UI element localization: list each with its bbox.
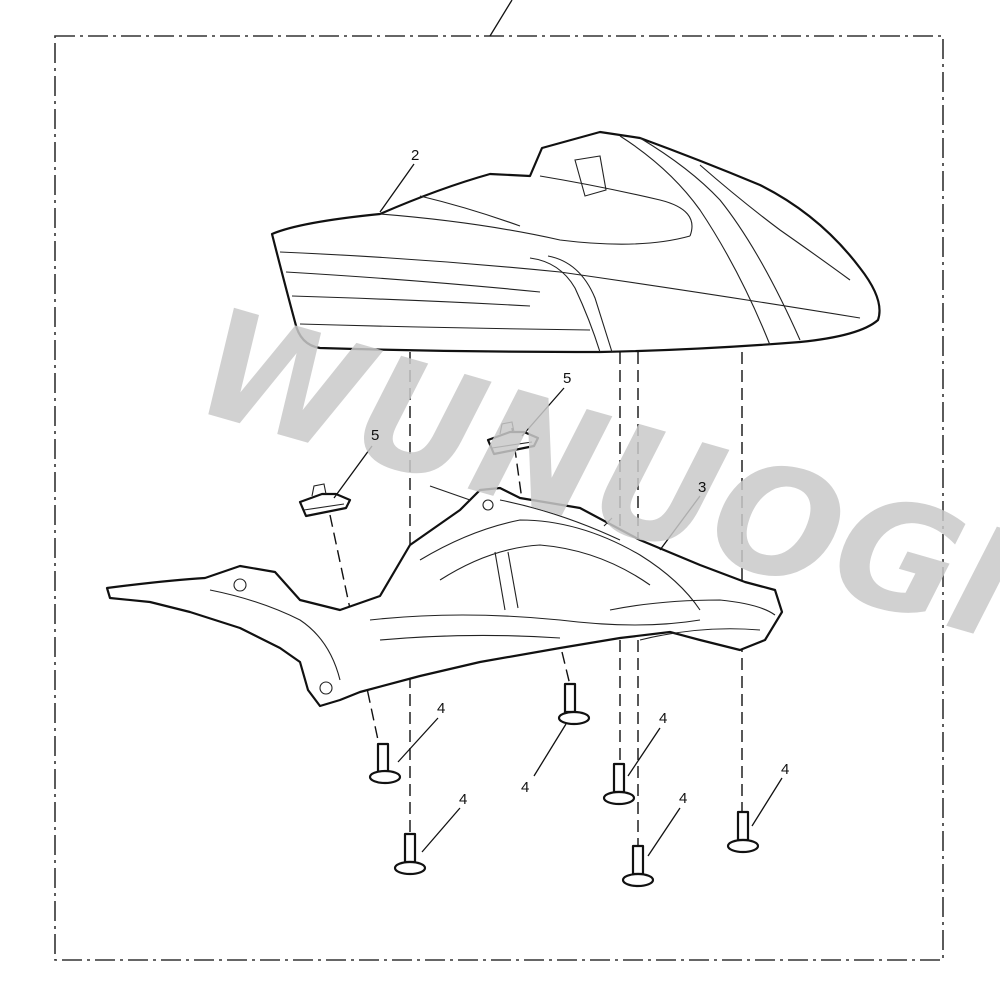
callout-seat: 2 bbox=[411, 147, 419, 164]
leader-lines bbox=[333, 163, 783, 857]
kit-boundary-frame bbox=[54, 35, 944, 961]
callout-bolt-b: 4 bbox=[521, 779, 529, 796]
bolt-c bbox=[393, 832, 427, 876]
callout-bolt-e: 4 bbox=[679, 790, 687, 807]
callout-labels: 2 3 5 5 4 4 4 4 4 4 bbox=[371, 147, 789, 808]
seat-cowl bbox=[270, 130, 881, 354]
callout-clip-right: 5 bbox=[563, 370, 571, 387]
subframe bbox=[105, 485, 784, 708]
clip-left bbox=[298, 483, 352, 518]
callout-bolt-d: 4 bbox=[659, 710, 667, 727]
kit-leader-line bbox=[489, 0, 513, 37]
bolt-d bbox=[602, 762, 636, 806]
callout-bolt-c: 4 bbox=[459, 791, 467, 808]
bolt-b bbox=[557, 682, 591, 726]
bolt-a bbox=[368, 742, 402, 785]
bolt-f bbox=[726, 810, 760, 854]
clip-right bbox=[486, 421, 540, 456]
callout-clip-left: 5 bbox=[371, 427, 379, 444]
callout-bolt-f: 4 bbox=[781, 761, 789, 778]
callout-bolt-a: 4 bbox=[437, 700, 445, 717]
bolt-e bbox=[621, 844, 655, 888]
callout-frame: 3 bbox=[698, 479, 706, 496]
